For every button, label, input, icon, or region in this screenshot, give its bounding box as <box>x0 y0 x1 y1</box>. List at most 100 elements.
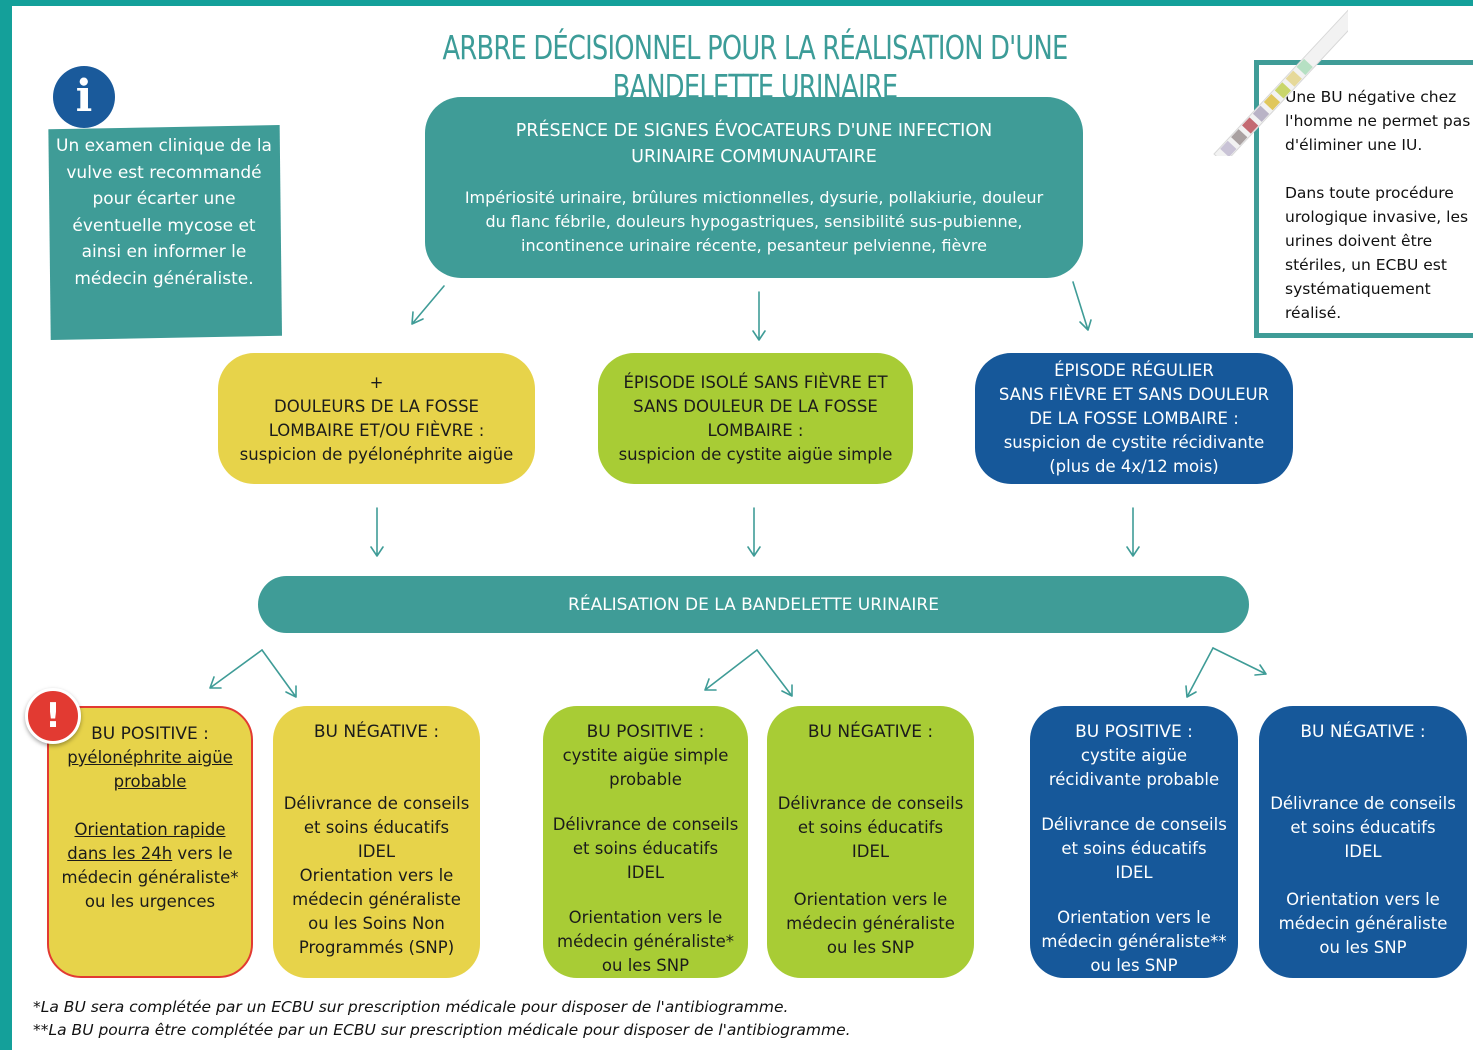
page-title: ARBRE DÉCISIONNEL POUR LA RÉALISATION D'… <box>442 28 1069 106</box>
category-line: ÉPISODE RÉGULIER <box>1054 360 1214 380</box>
result-line: probable <box>113 772 187 791</box>
arrow <box>261 649 297 698</box>
side-note-p2: Dans toute procédure urologique invasive… <box>1285 184 1469 322</box>
result-underlined: dans les 24h <box>67 844 173 863</box>
side-note-p1: Une BU négative chez l'homme ne permet p… <box>1285 88 1471 154</box>
footnote: **La BU pourra être complétée par un ECB… <box>33 1021 851 1039</box>
result-text: vers le <box>172 844 233 863</box>
result-line: cystite aigüe <box>1080 746 1188 765</box>
result-line: Orientation vers le <box>1057 908 1211 927</box>
category-line: suspicion de cystite aigüe simple <box>618 444 893 464</box>
category-line: SANS DOULEUR DE LA FOSSE <box>633 396 878 416</box>
result-line: ou les SNP <box>1090 956 1178 975</box>
result-positive-pyelonephritis: BU POSITIVE : pyélonéphrite aigüe probab… <box>47 706 253 978</box>
frame-top-border <box>0 0 1473 6</box>
arrow <box>209 649 263 689</box>
footnote: *La BU sera complétée par un ECBU sur pr… <box>33 998 789 1016</box>
arrow <box>1072 281 1092 331</box>
result-line: médecin généraliste <box>292 890 461 909</box>
result-head: BU NÉGATIVE : <box>807 722 934 742</box>
category-line: suspicion de pyélonéphrite aigüe <box>239 444 514 464</box>
category-line: LOMBAIRE ET/OU FIÈVRE : <box>268 420 485 440</box>
result-line: Délivrance de conseils <box>1270 794 1456 813</box>
result-line: ou les SNP <box>601 956 690 975</box>
category-line: LOMBAIRE : <box>707 420 804 440</box>
category-recurrent-cystitis: ÉPISODE RÉGULIER SANS FIÈVRE ET SANS DOU… <box>975 353 1293 484</box>
result-line: et soins éducatifs <box>572 839 719 858</box>
result-head: BU NÉGATIVE : <box>313 722 440 742</box>
arrow <box>752 291 766 341</box>
result-line: IDEL <box>1115 863 1153 882</box>
result-line: médecin généraliste* <box>61 868 239 887</box>
result-line: Orientation vers le <box>1286 890 1440 909</box>
test-strip-icon <box>1213 6 1348 156</box>
arrow <box>1126 507 1140 557</box>
result-head: BU NÉGATIVE : <box>1300 722 1426 742</box>
category-line: ÉPISODE ISOLÉ SANS FIÈVRE ET <box>623 372 888 392</box>
result-line: Délivrance de conseils <box>283 794 470 813</box>
result-negative-pyelonephritis: BU NÉGATIVE : Délivrance de conseils et … <box>273 706 480 978</box>
result-line: Délivrance de conseils <box>552 815 739 834</box>
root-heading-line: PRÉSENCE DE SIGNES ÉVOCATEURS D'UNE INFE… <box>515 120 993 141</box>
result-line: Orientation vers le <box>793 890 948 909</box>
category-simple-cystitis: ÉPISODE ISOLÉ SANS FIÈVRE ET SANS DOULEU… <box>598 353 913 484</box>
result-head: BU POSITIVE : <box>91 724 209 744</box>
info-icon: i <box>53 66 115 128</box>
result-line: dans les 24h vers le <box>67 842 232 866</box>
root-body-line: incontinence urinaire récente, pesanteur… <box>521 235 987 255</box>
result-line: ou les Soins Non <box>308 914 445 933</box>
result-line: médecin généraliste <box>1278 914 1448 933</box>
result-positive-recurrent-cystitis: BU POSITIVE : cystite aigüe récidivante … <box>1030 706 1238 978</box>
result-line: ou les SNP <box>826 938 915 957</box>
arrow <box>704 649 758 691</box>
result-negative-recurrent-cystitis: BU NÉGATIVE : Délivrance de conseils et … <box>1259 706 1467 978</box>
arrow <box>370 507 384 557</box>
alert-icon: ! <box>25 688 81 744</box>
result-line: et soins éducatifs <box>1061 839 1207 858</box>
arrow <box>756 649 793 697</box>
root-node: PRÉSENCE DE SIGNES ÉVOCATEURS D'UNE INFE… <box>425 97 1083 278</box>
category-line: SANS FIÈVRE ET SANS DOULEUR <box>998 384 1270 404</box>
result-line: ou les urgences <box>84 892 216 911</box>
result-line: Délivrance de conseils <box>1041 815 1227 834</box>
arrow <box>747 507 761 557</box>
result-line: et soins éducatifs <box>797 818 944 837</box>
result-line: cystite aigüe simple <box>562 746 729 765</box>
result-line: Orientation vers le <box>299 866 454 885</box>
result-line: Orientation vers le <box>568 908 723 927</box>
frame-left-border <box>0 0 12 1050</box>
result-negative-simple-cystitis: BU NÉGATIVE : Délivrance de conseils et … <box>767 706 974 978</box>
result-line: médecin généraliste** <box>1041 932 1227 951</box>
category-line: (plus de 4x/12 mois) <box>1049 456 1219 476</box>
result-line: IDEL <box>851 842 890 861</box>
category-line: DOULEURS DE LA FOSSE <box>274 396 479 416</box>
category-line: suspicion de cystite récidivante <box>1003 432 1265 452</box>
root-body-line: du flanc fébrile, douleurs hypogastrique… <box>485 211 1023 231</box>
root-body-line: Impériosité urinaire, brûlures mictionne… <box>464 187 1044 207</box>
result-line: et soins éducatifs <box>1290 818 1436 837</box>
result-line: ou les SNP <box>1319 938 1407 957</box>
result-line: médecin généraliste* <box>557 932 734 951</box>
result-line: récidivante probable <box>1048 770 1220 789</box>
arrow <box>1185 647 1214 698</box>
info-note: Un examen clinique de la vulve est recom… <box>48 125 282 340</box>
result-line: Orientation rapide <box>74 820 226 839</box>
result-line: médecin généraliste <box>786 914 955 933</box>
side-note: Une BU négative chez l'homme ne permet p… <box>1254 60 1473 338</box>
result-head: BU POSITIVE : <box>1075 722 1193 742</box>
result-line: probable <box>609 770 682 789</box>
result-line: IDEL <box>1344 842 1382 861</box>
root-heading-line: URINAIRE COMMUNAUTAIRE <box>631 146 877 167</box>
result-head: BU POSITIVE : <box>586 722 705 742</box>
arrow <box>411 285 445 325</box>
result-line: et soins éducatifs <box>303 818 450 837</box>
category-line: DE LA FOSSE LOMBAIRE : <box>1029 408 1239 428</box>
category-line: + <box>369 372 384 392</box>
arrow <box>1212 647 1267 676</box>
result-line: pyélonéphrite aigüe <box>67 748 233 767</box>
category-pyelonephritis: + DOULEURS DE LA FOSSE LOMBAIRE ET/OU FI… <box>218 353 535 484</box>
test-strip-bar: RÉALISATION DE LA BANDELETTE URINAIRE <box>258 576 1249 633</box>
result-line: Délivrance de conseils <box>777 794 964 813</box>
result-line: IDEL <box>626 863 665 882</box>
result-line: IDEL <box>357 842 396 861</box>
